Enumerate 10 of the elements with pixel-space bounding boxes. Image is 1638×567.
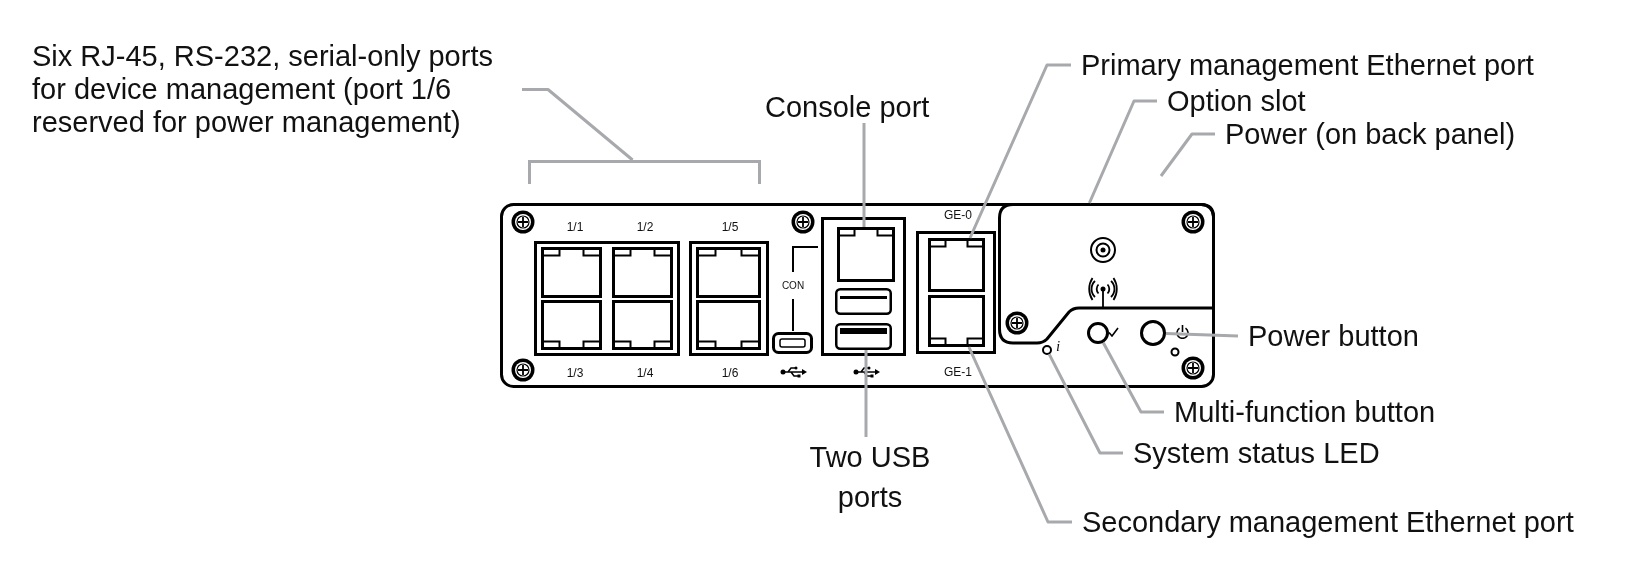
- port-label: 1/1: [566, 221, 584, 233]
- port-label: 1/2: [636, 221, 654, 233]
- led-label: i: [1055, 338, 1061, 354]
- port-label: 1/5: [721, 221, 739, 233]
- port-label: GE-1: [944, 366, 972, 378]
- port-label: GE-0: [944, 209, 972, 221]
- port-label: 1/3: [566, 367, 584, 379]
- port-label: 1/6: [721, 367, 739, 379]
- port-label: 1/4: [636, 367, 654, 379]
- port-label: CON: [781, 281, 805, 291]
